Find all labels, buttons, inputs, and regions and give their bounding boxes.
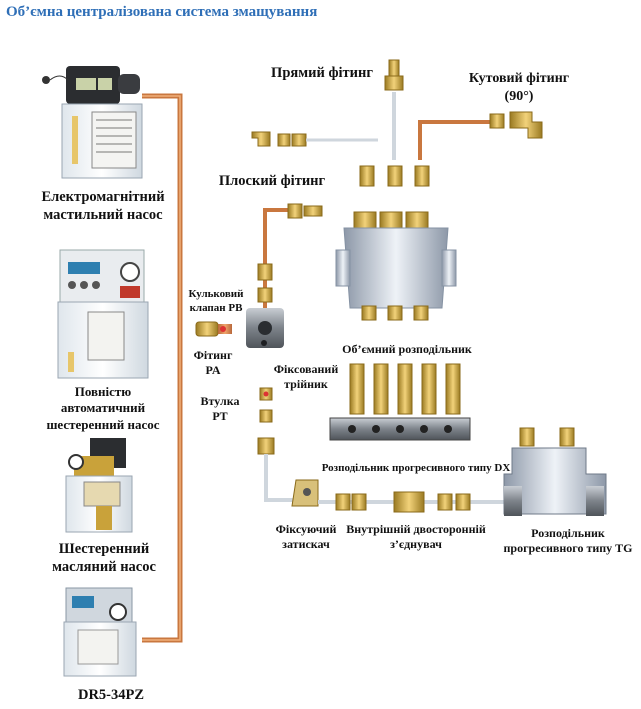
label-sleeve-pt: Втулка PT xyxy=(200,394,240,423)
fixed-tee-image xyxy=(246,308,284,348)
label-dx-distributor: Розподільник прогресивного типу DX xyxy=(321,462,511,474)
label-fixed-tee: Фіксований трійник xyxy=(273,362,339,391)
dr5-pump-image xyxy=(63,587,137,677)
gear-oil-pump-image xyxy=(65,438,133,533)
label-ball-valve-pb: Кульковий клапан PB xyxy=(188,288,244,314)
straight-fitting-image xyxy=(384,59,404,160)
volumetric-distributor-image xyxy=(335,165,457,321)
page-title: Об’ємна централізована система змащуванн… xyxy=(6,4,318,20)
label-gear-oil-pump: Шестеренний масляний насос xyxy=(52,541,156,576)
label-straight-fitting: Прямий фітинг xyxy=(271,65,373,81)
label-electromagnetic-pump: Електромагнітний мастильний насос xyxy=(41,189,165,224)
double-connector-image xyxy=(318,491,512,513)
label-full-auto-gear-pump: Повністю автоматичний шестеренний насос xyxy=(46,384,160,432)
copper-feed-line xyxy=(142,93,183,643)
label-fitting-pa: Фітинг PA xyxy=(193,348,233,377)
label-volumetric-distributor: Об’ємний розподільник xyxy=(342,342,472,356)
fixing-clamp-image xyxy=(291,479,319,507)
label-fixing-clamp: Фіксуючий затискач xyxy=(275,522,337,551)
label-angle-fitting-90: Кутовий фітинг (90°) xyxy=(468,71,570,104)
full-auto-gear-pump-image xyxy=(57,249,149,379)
dx-distributor-image xyxy=(329,363,471,441)
flat-fitting-image xyxy=(287,203,323,219)
angle-fitting-left-image xyxy=(251,131,378,147)
electromagnetic-pump-image xyxy=(42,66,143,179)
label-dr5-pump: DR5-34PZ xyxy=(77,687,145,703)
ball-valve-pb-image xyxy=(195,321,232,337)
sleeve-pt-image xyxy=(257,387,300,502)
label-tg-distributor: Розподільник прогресивного типу TG xyxy=(503,526,633,555)
label-flat-fitting: Плоский фітинг xyxy=(218,173,326,189)
tg-distributor-image xyxy=(503,427,607,516)
angle-fitting-90-image xyxy=(418,111,543,160)
label-double-connector: Внутрішній двосторонній з’єднувач xyxy=(346,522,486,551)
riser-copper-pipe xyxy=(257,208,290,308)
